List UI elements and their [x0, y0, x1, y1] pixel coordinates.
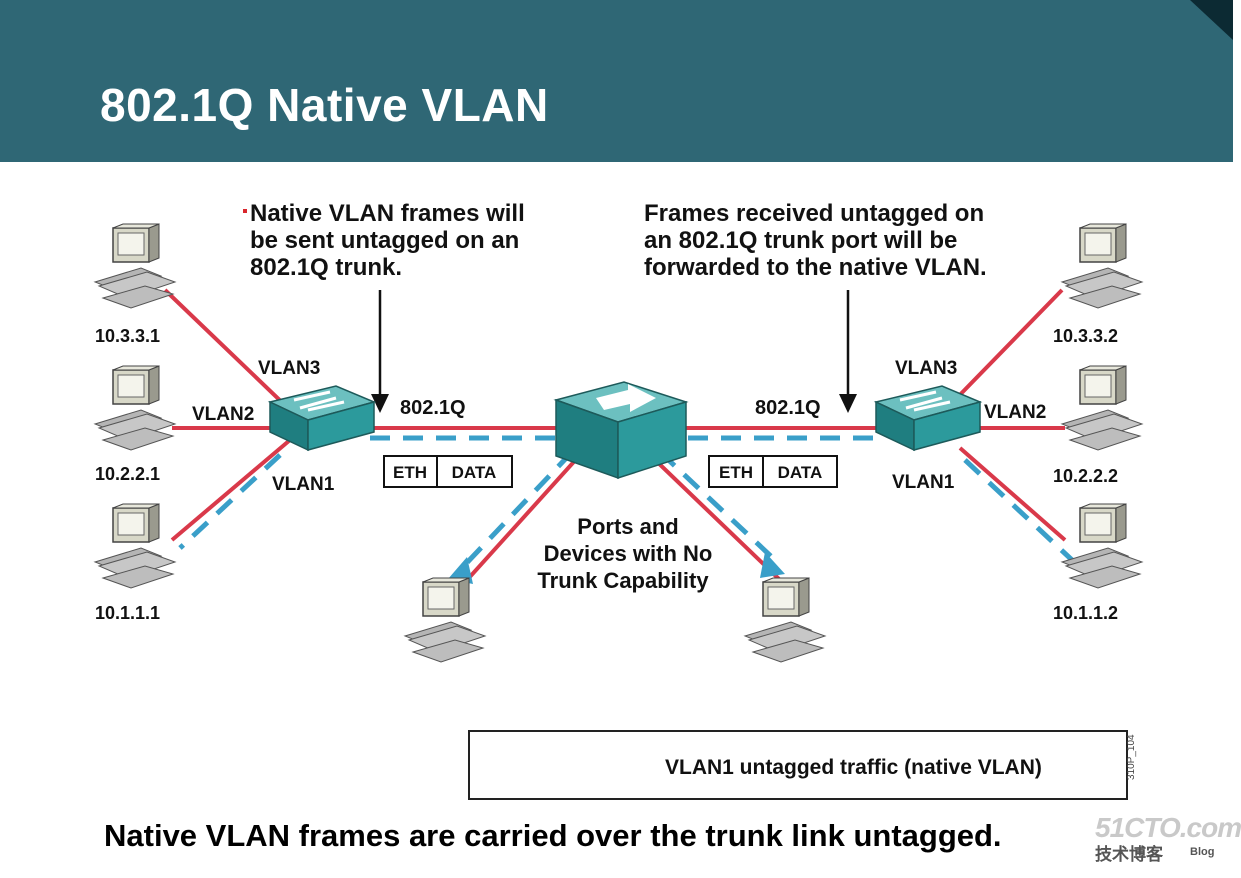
label-trunk-left: 802.1Q [400, 397, 466, 419]
switch-right-icon [874, 384, 982, 452]
vlan-links [163, 288, 1067, 592]
frame-eth-left: ETH [393, 463, 427, 482]
pc-icon-10-3-3-2 [1061, 223, 1143, 309]
link-vlan1-left [170, 438, 292, 542]
slide-header: 802.1Q Native VLAN [0, 0, 1233, 162]
callout-left-line2: be sent untagged on an [250, 227, 520, 254]
frame-box-right: ETH DATA [708, 455, 838, 488]
frame-eth-right: ETH [719, 463, 753, 482]
callout-left-line1: Native VLAN frames will [250, 200, 525, 227]
callout-right: Frames received untagged on an 802.1Q tr… [644, 200, 987, 281]
native-untrunked-left [458, 450, 574, 572]
host-ip-10-2-2-1: 10.2.2.1 [95, 464, 160, 484]
link-vlan1-right [958, 446, 1067, 542]
label-trunk-right: 802.1Q [755, 397, 821, 419]
link-vlan3-left [163, 288, 292, 412]
figure-code: 310P_104 [1126, 734, 1137, 780]
watermark-main: 51CTO.com [1095, 812, 1241, 843]
arrowhead-native-left [448, 557, 473, 584]
pc-icon-untrunked-left [404, 577, 486, 663]
host-ip-10-1-1-1: 10.1.1.1 [95, 603, 160, 623]
header-corner-decoration [1190, 0, 1233, 40]
pc-icon-10-1-1-2 [1061, 503, 1143, 589]
site-watermark-logo: 51CTO.com 技术博客 Blog [1095, 812, 1241, 865]
switch-left-icon [268, 384, 376, 452]
link-untrunked-left [456, 453, 582, 592]
callout-right-line3: forwarded to the native VLAN. [644, 254, 987, 281]
callout-arrowhead-right [839, 394, 857, 413]
host-ip-10-1-1-2: 10.1.1.2 [1053, 603, 1118, 623]
center-label-line2: Devices with No [544, 541, 713, 566]
callout-left: Native VLAN frames will be sent untagged… [250, 200, 525, 281]
native-vlan-paths [178, 435, 1074, 572]
bullet-dot [243, 209, 247, 213]
host-ip-10-3-3-1: 10.3.3.1 [95, 326, 160, 346]
label-vlan3-right: VLAN3 [895, 358, 957, 379]
callout-right-line2: an 802.1Q trunk port will be [644, 227, 958, 254]
link-untrunked-right [648, 453, 782, 582]
frame-data-left: DATA [452, 463, 497, 482]
host-ip-10-2-2-2: 10.2.2.2 [1053, 466, 1118, 486]
label-vlan3-left: VLAN3 [258, 358, 320, 379]
native-vlan1-right [963, 458, 1074, 562]
host-ip-10-3-3-2: 10.3.3.2 [1053, 326, 1118, 346]
link-vlan3-right [948, 288, 1064, 407]
label-vlan2-left: VLAN2 [192, 404, 254, 425]
center-label-line3: Trunk Capability [537, 568, 709, 593]
callout-right-line1: Frames received untagged on [644, 200, 985, 227]
router-center-icon [553, 381, 689, 480]
slide-title: 802.1Q Native VLAN [100, 79, 549, 131]
pc-icon-untrunked-right [744, 577, 826, 663]
pc-icon-10-2-2-1 [94, 365, 176, 451]
frame-data-right: DATA [778, 463, 823, 482]
watermark-sub: 技术博客 [1095, 845, 1163, 864]
arrowhead-native-right [760, 552, 785, 578]
legend-box: VLAN1 untagged traffic (native VLAN) [468, 730, 1128, 800]
pc-icon-10-1-1-1 [94, 503, 176, 589]
watermark-blog: Blog [1190, 846, 1215, 858]
label-vlan1-left: VLAN1 [272, 474, 335, 495]
pc-icon-10-3-3-1 [94, 223, 176, 309]
footer-caption: Native VLAN frames are carried over the … [104, 818, 1002, 853]
pc-icon-10-2-2-2 [1061, 365, 1143, 451]
label-vlan2-right: VLAN2 [984, 402, 1046, 423]
native-untrunked-right [658, 450, 777, 562]
callout-arrowhead-left [371, 394, 389, 413]
callout-left-line3: 802.1Q trunk. [250, 254, 403, 281]
legend-label: VLAN1 untagged traffic (native VLAN) [665, 756, 1042, 779]
frame-box-left: ETH DATA [383, 455, 513, 488]
native-vlan1-left [178, 453, 282, 550]
label-vlan1-right: VLAN1 [892, 472, 955, 493]
center-label-line1: Ports and [577, 514, 678, 539]
